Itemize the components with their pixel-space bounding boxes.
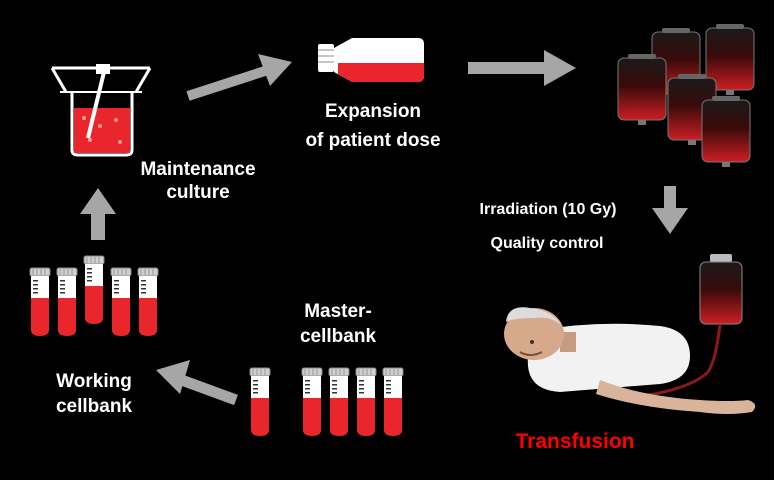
working-line-1: Working <box>56 371 132 392</box>
arrow-to-expansion <box>186 54 292 101</box>
arrow-to-bags <box>468 50 576 86</box>
arrow-to-maintenance <box>80 188 116 240</box>
beaker-icon <box>50 64 152 157</box>
arrow-to-irradiation <box>652 186 688 234</box>
expansion-label: Expansion of patient dose <box>288 100 458 152</box>
blood-bag-icon <box>617 23 755 168</box>
expansion-line-2: of patient dose <box>305 130 441 151</box>
maintenance-culture-label: Maintenance culture <box>128 158 268 204</box>
working-cellbank-label: Working cellbank <box>34 370 154 418</box>
culture-flask-icon <box>318 38 424 82</box>
test-tube-icon <box>29 255 159 337</box>
master-line-2: cellbank <box>299 326 377 347</box>
master-line-1: Master- <box>304 301 372 322</box>
maintenance-line-1: Maintenance <box>140 159 256 180</box>
expansion-line-1: Expansion <box>324 101 422 122</box>
quality-control-label: Quality control <box>490 235 604 252</box>
arrow-to-working <box>156 360 238 406</box>
working-line-2: cellbank <box>55 396 133 417</box>
maintenance-line-2: culture <box>166 182 230 203</box>
master-cellbank-label: Master- cellbank <box>278 300 398 348</box>
irradiation-label: Irradiation (10 Gy) <box>479 201 617 218</box>
transfusion-label: Transfusion <box>515 430 635 453</box>
patient-icon <box>504 254 756 414</box>
master-cellbank-tubes <box>249 367 404 437</box>
